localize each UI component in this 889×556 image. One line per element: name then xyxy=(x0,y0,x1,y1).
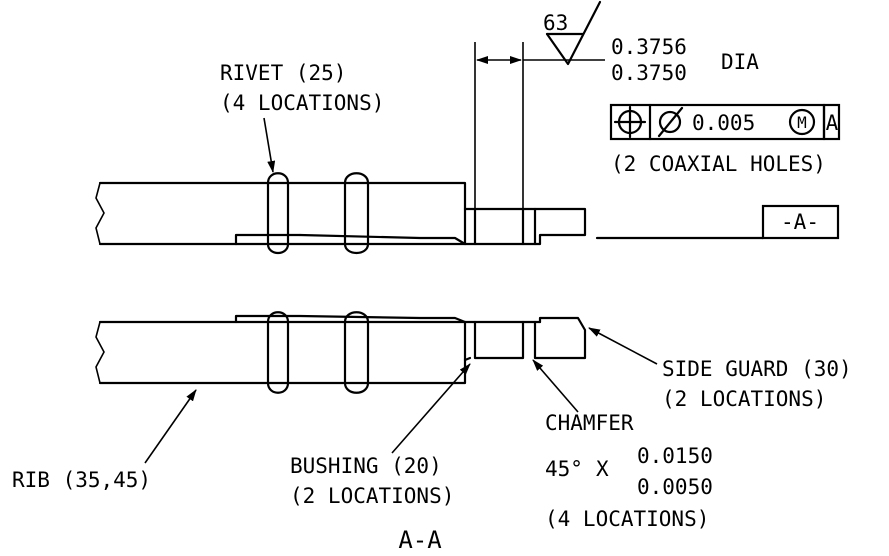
bushing-leader xyxy=(391,363,471,454)
rivet-label: RIVET (25) xyxy=(220,61,346,85)
side-guard-label: SIDE GUARD (30) xyxy=(662,357,852,381)
bushing-label: BUSHING (20) xyxy=(290,454,442,478)
fcf-datum: A xyxy=(826,111,839,135)
mmc-modifier: M xyxy=(788,108,816,136)
hole-dimension xyxy=(474,42,605,209)
chamfer-label: CHAMFER xyxy=(545,411,634,435)
datum-label: -A- xyxy=(781,210,819,234)
upper-rivet-1 xyxy=(266,172,290,255)
chamfer-angle: 45° xyxy=(545,457,583,481)
lower-rivet-1 xyxy=(266,311,290,394)
chamfer-upper: 0.0150 xyxy=(637,444,713,468)
chamfer-x: X xyxy=(596,457,609,481)
svg-text:M: M xyxy=(797,113,807,132)
dia-suffix: DIA xyxy=(721,50,759,74)
diameter-icon xyxy=(657,106,684,138)
dia-lower-limit: 0.3750 xyxy=(611,61,687,85)
chamfer-lower: 0.0050 xyxy=(637,475,713,499)
position-tolerance-icon xyxy=(613,105,647,139)
rib-label: RIB (35,45) xyxy=(12,468,151,492)
coaxial-note: (2 COAXIAL HOLES) xyxy=(611,152,826,176)
upper-rivet-2 xyxy=(343,172,370,255)
upper-side-guard xyxy=(234,207,467,246)
lower-rib xyxy=(95,320,467,385)
chamfer-leader xyxy=(532,359,579,413)
rib-leader xyxy=(144,389,197,464)
dia-upper-limit: 0.3756 xyxy=(611,35,687,59)
side-guard-leader xyxy=(588,327,658,365)
rivet-locations: (4 LOCATIONS) xyxy=(220,91,384,115)
surface-finish-value: 63 xyxy=(543,11,568,35)
datum-box xyxy=(761,204,840,240)
lower-bushing xyxy=(463,316,587,362)
rivet-leader xyxy=(263,117,276,173)
upper-bushing xyxy=(463,207,587,246)
side-guard-locations: (2 LOCATIONS) xyxy=(662,387,826,411)
feature-control-frame: 0.005 M A xyxy=(609,103,841,141)
chamfer-locations: (4 LOCATIONS) xyxy=(545,507,709,531)
section-label: A-A xyxy=(398,526,442,554)
surface-finish-symbol: 63 xyxy=(543,0,602,66)
fcf-tolerance: 0.005 xyxy=(692,111,755,135)
lower-rivet-2 xyxy=(343,311,370,394)
bushing-locations: (2 LOCATIONS) xyxy=(290,484,454,508)
upper-rib xyxy=(95,181,467,246)
